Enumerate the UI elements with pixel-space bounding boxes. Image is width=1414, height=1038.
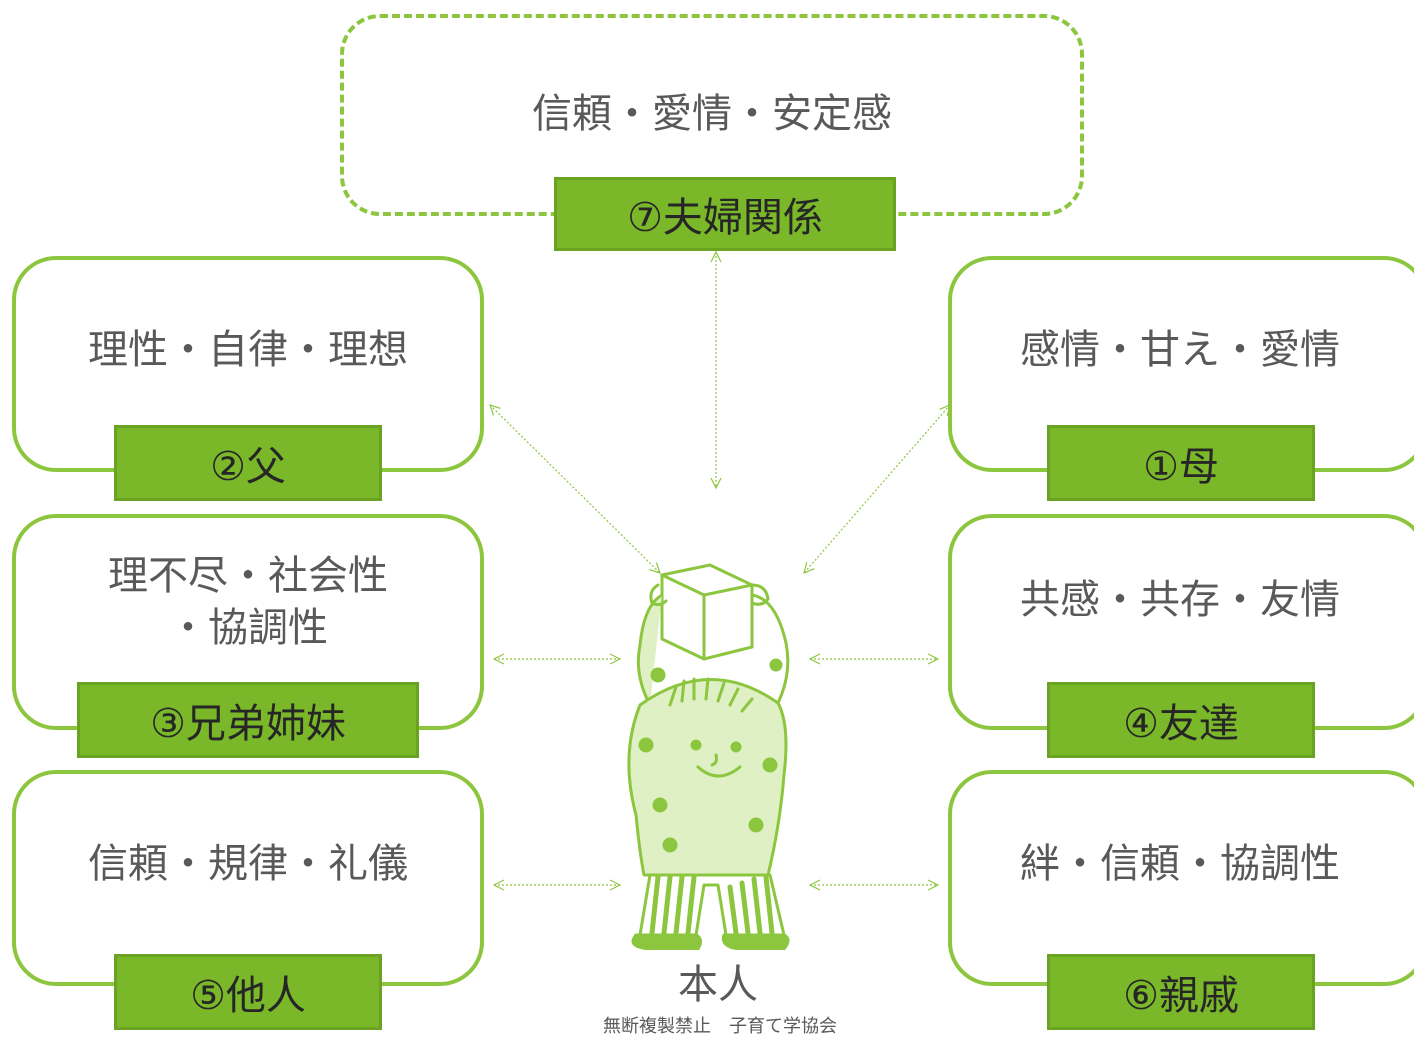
- link-father: [490, 405, 660, 573]
- relatives-text: 絆・信頼・協調性: [1020, 841, 1340, 887]
- right-hand: [750, 583, 770, 606]
- self-label: 本人: [678, 962, 758, 1008]
- couple-text: 信頼・愛情・安定感: [532, 91, 892, 137]
- label-friends: ④友達: [1047, 682, 1315, 758]
- left-hand: [649, 583, 668, 607]
- label-couple: ⑦夫婦関係: [554, 177, 896, 251]
- friends-text: 共感・共存・友情: [1020, 577, 1340, 623]
- feet: [631, 933, 790, 950]
- siblings-text: 理不尽・社会性 ・協調性: [108, 553, 388, 651]
- right-arm: [750, 593, 790, 705]
- box-relatives: 絆・信頼・協調性: [948, 770, 1414, 986]
- child-figure: [627, 563, 790, 950]
- left-arm: [636, 593, 664, 707]
- legs: [638, 873, 786, 937]
- right-eye: [730, 741, 742, 753]
- link-mother: [804, 405, 950, 573]
- left-eye: [690, 739, 702, 751]
- mother-text: 感情・甘え・愛情: [1020, 327, 1340, 373]
- others-text: 信頼・規律・礼儀: [88, 841, 408, 887]
- label-siblings: ③兄弟姉妹: [77, 682, 419, 758]
- mouth: [696, 765, 742, 778]
- label-relatives: ⑥親戚: [1047, 954, 1315, 1030]
- label-mother: ①母: [1047, 425, 1315, 501]
- father-text: 理性・自律・理想: [88, 327, 408, 373]
- label-father: ②父: [114, 425, 382, 501]
- box-cube: [660, 563, 754, 661]
- body: [627, 678, 788, 877]
- copyright-notice: 無断複製禁止 子育て学協会: [603, 1016, 837, 1037]
- label-others: ⑤他人: [114, 954, 382, 1030]
- hair: [668, 677, 754, 713]
- nose: [710, 753, 718, 767]
